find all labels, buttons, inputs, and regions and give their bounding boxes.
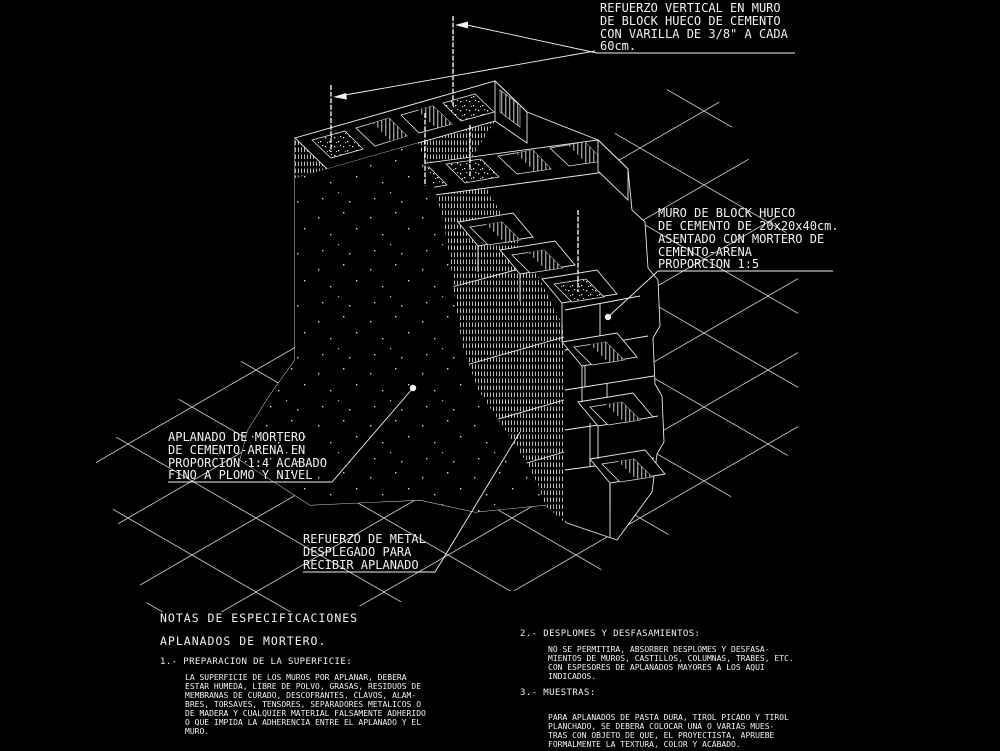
note-body-line: LA SUPERFICIE DE LOS MUROS POR APLANAR, …	[185, 673, 407, 682]
note-body-1: LA SUPERFICIE DE LOS MUROS POR APLANAR, …	[185, 673, 426, 736]
annotation-refuerzo-vertical: REFUERZO VERTICAL EN MURO DE BLOCK HUECO…	[600, 1, 789, 53]
annotation-line: MURO DE BLOCK HUECO	[658, 206, 795, 220]
annotation-line: ASENTADO CON MORTERO DE	[658, 232, 824, 246]
annotation-line: CON VARILLA DE 3/8" A CADA	[600, 27, 789, 41]
annotation-line: 60cm.	[600, 39, 636, 53]
annotation-line: DE CEMENTO DE 20x20x40cm.	[658, 219, 839, 233]
annotation-line: REFUERZO VERTICAL EN MURO	[600, 1, 781, 15]
note-body-line: FORMALMENTE LA TEXTURA, COLOR Y ACABADO.	[548, 740, 741, 749]
note-heading-2: 2.- DESPLOMES Y DESFASAMIENTOS:	[520, 629, 700, 639]
annotation-line: PROPORCION 1:4 ACABADO	[168, 456, 327, 470]
annotation-aplanado: APLANADO DE MORTERO DE CEMENTO-ARENA EN …	[168, 430, 327, 482]
note-body-line: ESTAR HUMEDA, LIBRE DE POLVO, GRASAS, RE…	[185, 682, 421, 691]
note-body-line: MEMBRANAS DE CURADO, DESCOFRANTES, CLAVO…	[185, 691, 416, 700]
annotation-line: APLANADO DE MORTERO	[168, 430, 305, 444]
leader-aplanado	[168, 387, 414, 483]
leader-dot	[604, 313, 612, 321]
note-body-line: TRAS CON OBJETO DE QUE, EL PROYECTISTA, …	[548, 731, 775, 740]
leader-arrowhead	[455, 21, 468, 29]
leader-muro-block	[607, 270, 833, 318]
note-body-line: BRES, TORSAVES, TENSORES, SEPARADORES ME…	[185, 700, 421, 709]
note-body-line: O QUE IMPIDA LA ADHERENCIA ENTRE EL APLA…	[185, 718, 421, 727]
note-body-line: PARA APLANADOS DE PASTA DURA, TIROL PICA…	[548, 713, 789, 722]
course-top-run-1	[294, 79, 528, 170]
leader-dot	[409, 384, 417, 392]
plaster-area	[240, 143, 545, 512]
stepped-wall-end	[457, 212, 666, 538]
note-body-2: NO SE PERMITIRA, ABSORBER DESPLOMES Y DE…	[548, 645, 794, 681]
note-body-line: INDICADOS.	[548, 672, 596, 681]
annotation-line: REFUERZO DE METAL	[303, 532, 426, 546]
notes-block: NOTAS DE ESPECIFICACIONES APLANADOS DE M…	[160, 611, 794, 749]
notes-title: NOTAS DE ESPECIFICACIONES	[160, 611, 358, 625]
note-heading-3: 3.- MUESTRAS:	[520, 688, 596, 698]
note-body-line: CON ESPESORES DE APLANADOS MAYORES A LOS…	[548, 663, 765, 672]
leader-refuerzo-vertical-1	[466, 24, 795, 54]
annotation-muro-block: MURO DE BLOCK HUECO DE CEMENTO DE 20x20x…	[658, 206, 839, 271]
block-wall	[239, 79, 666, 541]
note-body-line: MIENTOS DE MUROS, CASTILLOS, COLUMNAS, T…	[548, 654, 794, 663]
annotation-line: CEMENTO-ARENA	[658, 245, 753, 259]
annotation-line: DE BLOCK HUECO DE CEMENTO	[600, 14, 781, 28]
leader-lines	[168, 21, 833, 573]
annotation-line: RECIBIR APLANADO	[303, 558, 419, 572]
note-body-line: NO SE PERMITIRA, ABSORBER DESPLOMES Y DE…	[548, 645, 770, 654]
annotation-line: FINO A PLOMO Y NIVEL	[168, 468, 313, 482]
notes-subtitle: APLANADOS DE MORTERO.	[160, 634, 326, 648]
note-body-line: DE MADERA Y CUALQUIER MATERIAL FALSAMENT…	[185, 709, 426, 718]
annotation-refuerzo-metal: REFUERZO DE METAL DESPLEGADO PARA RECIBI…	[303, 532, 426, 572]
exposed-block-hatch	[295, 81, 565, 523]
annotation-line: PROPORCION 1:5	[658, 257, 759, 271]
block-cells-run-1	[311, 93, 495, 159]
leader-refuerzo-metal	[303, 431, 521, 573]
leader-arrowhead	[333, 93, 347, 100]
annotation-line: DESPLEGADO PARA	[303, 545, 412, 559]
note-heading-1: 1.- PREPARACION DE LA SUPERFICIE:	[160, 657, 352, 667]
note-body-line: PLANCHADO, SE DEBERA COLOCAR UNA O VARIA…	[548, 722, 774, 731]
note-body-3: PARA APLANADOS DE PASTA DURA, TIROL PICA…	[548, 713, 789, 749]
leader-refuerzo-vertical-2	[344, 50, 596, 96]
note-body-line: MURO.	[185, 727, 209, 736]
annotation-line: DE CEMENTO-ARENA EN	[168, 443, 305, 457]
vertical-rebars	[330, 16, 579, 292]
